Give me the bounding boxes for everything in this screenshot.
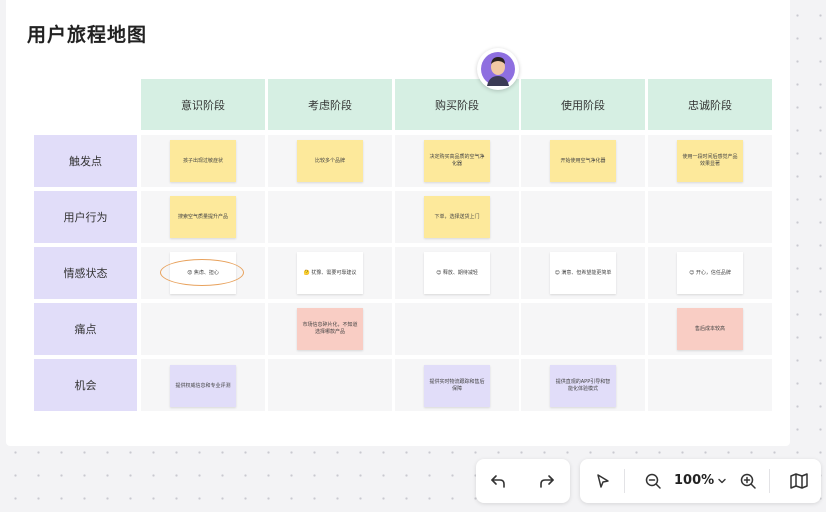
grid-cell[interactable] — [521, 303, 645, 355]
grid-cell[interactable] — [268, 191, 392, 243]
sticky-note-opportunity-awareness[interactable]: 提供权威信息和专业评测 — [170, 365, 236, 407]
sticky-note-opportunity-usage[interactable]: 提供直观的APP引导和智能化体验模式 — [550, 365, 616, 407]
sticky-note-emotion-purchase[interactable]: 😌 释放、期待减轻 — [424, 252, 490, 294]
user-avatar-icon — [481, 52, 515, 86]
select-tool-button[interactable] — [592, 470, 614, 492]
page-title: 用户旅程地图 — [27, 24, 148, 46]
grid-cell[interactable] — [141, 303, 265, 355]
cursor-icon — [597, 474, 609, 488]
grid-cell[interactable] — [268, 359, 392, 411]
zoom-out-button[interactable] — [642, 470, 664, 492]
chevron-down-icon — [718, 478, 726, 484]
row-header-pain[interactable]: 痛点 — [34, 303, 137, 355]
grid-cell[interactable] — [395, 303, 519, 355]
column-header-consideration[interactable]: 考虑阶段 — [268, 79, 392, 130]
avatar[interactable] — [477, 48, 519, 90]
zoom-level[interactable]: 100% — [674, 473, 715, 488]
redo-button[interactable] — [536, 470, 558, 492]
sticky-note-behavior-awareness[interactable]: 搜索空气质量提升产品 — [170, 196, 236, 238]
toolbar-divider — [624, 469, 625, 493]
zoom-dropdown[interactable] — [711, 470, 733, 492]
sticky-note-trigger-usage[interactable]: 开始使用空气净化器 — [550, 140, 616, 182]
history-toolbar — [476, 459, 570, 503]
view-toolbar: 100% — [580, 459, 821, 503]
row-header-opportunity[interactable]: 机会 — [34, 359, 137, 411]
zoom-out-icon — [645, 473, 661, 489]
undo-button[interactable] — [487, 470, 509, 492]
sticky-note-behavior-purchase[interactable]: 下单，选择送货上门 — [424, 196, 490, 238]
sticky-note-trigger-loyalty[interactable]: 使用一段时间后感觉产品效果显著 — [677, 140, 743, 182]
column-header-awareness[interactable]: 意识阶段 — [141, 79, 265, 130]
highlight-circle[interactable] — [160, 259, 244, 286]
grid-cell[interactable] — [648, 191, 772, 243]
sticky-note-trigger-consideration[interactable]: 比较多个品牌 — [297, 140, 363, 182]
row-header-behavior[interactable]: 用户行为 — [34, 191, 137, 243]
zoom-in-button[interactable] — [737, 470, 759, 492]
column-header-usage[interactable]: 使用阶段 — [521, 79, 645, 130]
sticky-note-opportunity-purchase[interactable]: 提供实时物流跟踪和售后保障 — [424, 365, 490, 407]
row-header-trigger[interactable]: 触发点 — [34, 135, 137, 187]
sticky-note-emotion-loyalty[interactable]: 😊 开心，信任品牌 — [677, 252, 743, 294]
sticky-note-pain-consideration[interactable]: 市场信息碎片化，不知道选择哪款产品 — [297, 308, 363, 350]
sticky-note-pain-loyalty[interactable]: 售后成本较高 — [677, 308, 743, 350]
map-view-button[interactable] — [788, 470, 810, 492]
undo-icon — [491, 475, 505, 488]
sticky-note-trigger-purchase[interactable]: 决定购买高品质的空气净化器 — [424, 140, 490, 182]
zoom-in-icon — [740, 473, 756, 489]
grid-cell[interactable] — [648, 359, 772, 411]
sticky-note-trigger-awareness[interactable]: 孩子出现过敏症状 — [170, 140, 236, 182]
redo-icon — [540, 475, 554, 488]
map-icon — [790, 473, 808, 489]
row-header-emotion[interactable]: 情感状态 — [34, 247, 137, 299]
toolbar-divider — [769, 469, 770, 493]
grid-cell[interactable] — [521, 191, 645, 243]
sticky-note-emotion-consideration[interactable]: 🤔 犹豫、需要可靠建议 — [297, 252, 363, 294]
sticky-note-emotion-usage[interactable]: 😊 满意、但希望能更简单 — [550, 252, 616, 294]
column-header-loyalty[interactable]: 忠诚阶段 — [648, 79, 772, 130]
